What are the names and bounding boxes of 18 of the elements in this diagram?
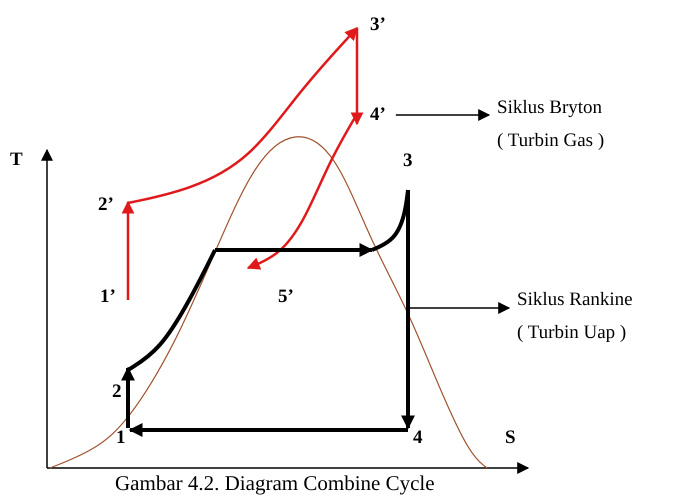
point-label: 4 <box>413 428 422 449</box>
point-label: 5’ <box>278 287 294 308</box>
point-label: 4’ <box>370 104 386 126</box>
point-label: 1 <box>116 428 126 449</box>
cycle-name: ( Turbin Uap ) <box>517 322 628 344</box>
point-label: 1’ <box>100 287 116 308</box>
point-label: T <box>10 150 23 171</box>
point-label: 3 <box>403 151 412 172</box>
cycle-name: ( Turbin Gas ) <box>497 130 604 152</box>
cycle-name: Siklus Rankine <box>517 290 633 311</box>
cycle-name: Siklus Bryton <box>497 98 604 119</box>
point-label: S <box>505 428 516 449</box>
arrow <box>410 302 510 314</box>
point-label: 2 <box>112 382 122 403</box>
arrow <box>396 109 490 121</box>
caption: Gambar 4.2. Diagram Combine Cycle <box>115 472 435 496</box>
point-label: 2’ <box>98 195 114 216</box>
point-label: 3’ <box>370 15 386 36</box>
